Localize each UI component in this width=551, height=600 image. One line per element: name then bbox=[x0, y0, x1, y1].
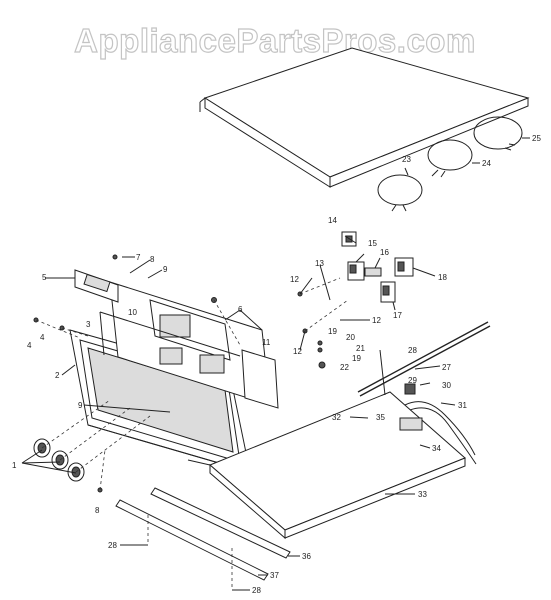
callout-25: 25 bbox=[532, 134, 541, 143]
callout-35: 35 bbox=[376, 413, 385, 422]
callout-2: 2 bbox=[55, 371, 60, 380]
watermark-text: AppliancePartsPros.com bbox=[74, 22, 476, 59]
callout-28a: 28 bbox=[408, 346, 417, 355]
callout-12c: 12 bbox=[293, 347, 302, 356]
display-lens bbox=[74, 269, 119, 303]
leader-lines bbox=[21, 137, 530, 591]
callout-31: 31 bbox=[458, 401, 467, 410]
callout-32: 32 bbox=[332, 413, 341, 422]
callout-23: 23 bbox=[402, 155, 411, 164]
callout-28c: 28 bbox=[252, 586, 261, 595]
bottom-trim-strips bbox=[115, 487, 291, 581]
callout-5: 5 bbox=[42, 273, 47, 282]
callout-30: 30 bbox=[442, 381, 451, 390]
switch-components bbox=[341, 231, 414, 303]
callout-21: 21 bbox=[356, 344, 365, 353]
callout-6: 6 bbox=[238, 305, 243, 314]
back-panel-board bbox=[99, 281, 279, 409]
callout-15: 15 bbox=[368, 239, 377, 248]
callout-33: 33 bbox=[418, 490, 427, 499]
callout-12b: 12 bbox=[372, 316, 381, 325]
assembly-guide-lines bbox=[35, 277, 349, 590]
callout-16: 16 bbox=[380, 248, 389, 257]
callout-9a: 9 bbox=[163, 265, 168, 274]
callout-8b: 8 bbox=[95, 506, 100, 515]
callout-11: 11 bbox=[262, 338, 271, 347]
callout-14: 14 bbox=[328, 216, 337, 225]
callout-34: 34 bbox=[432, 444, 441, 453]
callout-24: 24 bbox=[482, 159, 491, 168]
callout-3: 3 bbox=[86, 320, 91, 329]
control-knobs bbox=[33, 438, 85, 482]
callout-20: 20 bbox=[346, 333, 355, 342]
callout-8a: 8 bbox=[150, 255, 155, 264]
callout-18: 18 bbox=[438, 273, 447, 282]
control-panel-frame bbox=[69, 329, 251, 473]
callout-13: 13 bbox=[315, 259, 324, 268]
callout-36: 36 bbox=[302, 552, 311, 561]
callout-17: 17 bbox=[393, 311, 402, 320]
callout-4b: 4 bbox=[40, 333, 45, 342]
top-cover-panel bbox=[199, 47, 530, 188]
callout-4a: 4 bbox=[27, 341, 32, 350]
callout-labels: 1 2 3 4 4 5 6 7 8 8 9 9 10 11 12 12 12 1… bbox=[12, 134, 541, 595]
callout-7: 7 bbox=[136, 253, 141, 262]
callout-19b: 19 bbox=[352, 354, 361, 363]
knob-rings bbox=[377, 116, 523, 212]
callout-9b: 9 bbox=[78, 401, 83, 410]
callout-12a: 12 bbox=[290, 275, 299, 284]
callout-10: 10 bbox=[128, 308, 137, 317]
callout-29: 29 bbox=[408, 376, 417, 385]
callout-19a: 19 bbox=[328, 327, 337, 336]
callout-37: 37 bbox=[270, 571, 279, 580]
callout-1: 1 bbox=[12, 461, 17, 470]
wire-harness bbox=[357, 321, 491, 465]
callout-22: 22 bbox=[340, 363, 349, 372]
callout-28b: 28 bbox=[108, 541, 117, 550]
callout-27: 27 bbox=[442, 363, 451, 372]
